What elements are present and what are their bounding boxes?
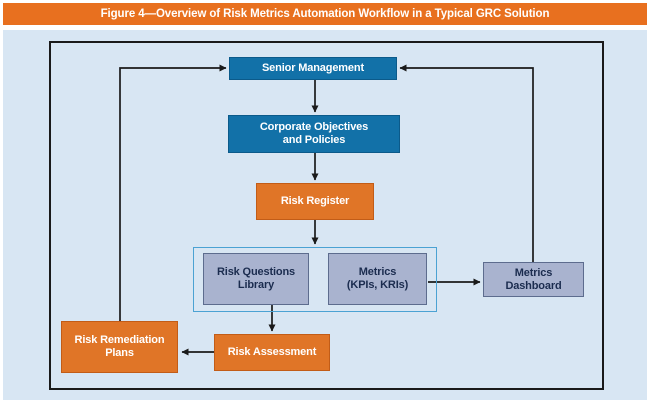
- library-metrics-group-box: [193, 247, 437, 312]
- node-risk-remediation-plans: Risk Remediation Plans: [61, 321, 178, 373]
- figure-title-bar: Figure 4—Overview of Risk Metrics Automa…: [3, 3, 647, 25]
- node-label: Senior Management: [262, 62, 364, 74]
- node-label-line-2: (KPIs, KRIs): [346, 279, 409, 291]
- node-label-line-2: Dashboard: [505, 279, 562, 292]
- node-metrics-dashboard: Metrics Dashboard: [483, 262, 584, 297]
- node-label-line-1: Risk Remediation: [74, 334, 165, 346]
- node-risk-assessment: Risk Assessment: [214, 334, 330, 371]
- node-label: Risk Register: [280, 195, 350, 207]
- node-label-line-1: Risk Questions: [217, 266, 295, 278]
- node-corporate-objectives-and-policies: Corporate Objectives and Policies: [228, 115, 400, 153]
- node-risk-questions-library: Risk Questions Library: [203, 253, 309, 305]
- node-label-line-2: Plans: [105, 347, 134, 359]
- node-label-line-2: Library: [237, 279, 275, 291]
- node-label-line-1: Corporate Objectives: [259, 121, 369, 133]
- node-label-line-2: and Policies: [282, 134, 346, 146]
- node-label-line-1: Metrics: [358, 266, 397, 278]
- diagram-outer-border: [49, 41, 604, 390]
- node-label: Risk Assessment: [227, 346, 317, 358]
- node-metrics-kpis-kris: Metrics (KPIs, KRIs): [328, 253, 427, 305]
- node-label-line-1: Metrics: [514, 266, 553, 279]
- node-senior-management: Senior Management: [229, 57, 397, 80]
- figure-title: Figure 4—Overview of Risk Metrics Automa…: [100, 8, 550, 20]
- node-risk-register: Risk Register: [256, 183, 374, 220]
